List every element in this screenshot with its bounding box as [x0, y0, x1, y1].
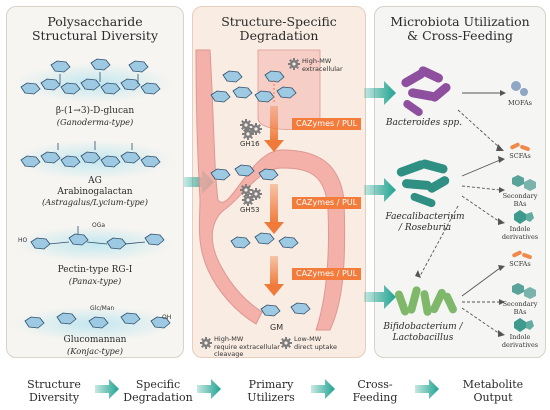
panel-title-degradation: Structure-Specific Degradation: [193, 15, 365, 43]
arabinogalactan-structure: [14, 140, 174, 180]
organism-name: Bacteroides spp.: [385, 118, 463, 128]
high-mw-extracellular-note: High-MW extracellular: [302, 57, 343, 73]
legend-line: direct uptake: [294, 342, 337, 351]
oh-label: OH: [162, 314, 172, 321]
polysaccharide-source: (Panax-type): [68, 275, 122, 286]
glucan-label: β-(1→3)-D-glucan (Ganoderma-type): [20, 106, 170, 127]
polysaccharide-name: Pectin-type RG-I: [57, 265, 133, 275]
bifidobacterium-label: Bifidobacterium / Lactobacillus: [378, 322, 468, 344]
glucomannan-label: Glucomannan (Konjac-type): [20, 335, 170, 356]
flow-step-output: Metabolite Output: [450, 378, 536, 404]
flow-line: Utilizers: [247, 391, 295, 404]
polysaccharide-source: (Ganoderma-type): [56, 116, 134, 127]
flow-line: Structure: [27, 378, 81, 391]
legend-low-mw: Low-MW direct uptake: [294, 335, 337, 351]
output-line: Secondary: [502, 192, 538, 200]
secondary-bas-label: Secondary BAs: [498, 192, 542, 208]
faecalibacterium-label: Faecalibacterium / Roseburia: [380, 212, 470, 234]
flow-line: Primary: [248, 378, 294, 391]
scfa-icon: [510, 142, 532, 260]
cazymes-badge: CAZymes / PUL: [292, 268, 362, 280]
gm-label: GM: [270, 323, 284, 332]
polysaccharide-source: (Konjac-type): [67, 345, 123, 356]
polysaccharide-name: Arabinogalactan: [57, 186, 133, 197]
arrow-to-bifidobacterium: [364, 285, 396, 309]
panel-title-microbiota: Microbiota Utilization & Cross-Feeding: [375, 15, 545, 43]
pectin-label: Pectin-type RG-I (Panax-type): [20, 265, 170, 286]
organism-name: Lactobacillus: [392, 333, 454, 343]
output-line: Indole: [509, 333, 531, 341]
arrow-to-bacteroides: [364, 81, 396, 105]
flow-line: Cross-: [357, 378, 393, 391]
flow-line: Degradation: [123, 391, 193, 404]
indole-label-2: Indole derivatives: [498, 333, 542, 349]
bottom-flow-arrows: [95, 379, 439, 399]
mofa-icon: [511, 81, 528, 96]
glucan-structure: [14, 58, 174, 103]
output-arrows: [419, 92, 501, 335]
arabinogalactan-label: AG Arabinogalactan (Astragalus/Lycium-ty…: [20, 176, 170, 208]
flow-line: Diversity: [28, 391, 80, 404]
arrowheads: [415, 90, 506, 337]
organism-name: Bifidobacterium /: [383, 322, 463, 332]
legend-line: Low-MW: [294, 335, 322, 343]
title-line: Microbiota Utilization: [390, 14, 530, 29]
gh16-label: GH16: [240, 140, 260, 148]
bacteroides-cluster: [401, 66, 451, 117]
title-line: Structure-Specific: [221, 14, 337, 29]
mofas-label: MOFAs: [508, 99, 532, 107]
note-line: High-MW: [302, 57, 332, 65]
output-line: Secondary: [502, 300, 538, 308]
title-line: Structural Diversity: [31, 28, 159, 43]
polysaccharide-abbrev: AG: [88, 176, 102, 186]
title-line: Polysaccharide: [47, 14, 143, 29]
bifidobacterium-cluster: [394, 286, 457, 316]
organism-name: Faecalibacterium: [385, 212, 465, 222]
title-line: & Cross-Feeding: [406, 28, 514, 43]
note-line: extracellular: [302, 64, 343, 73]
scfas-label: SCFAs: [509, 152, 531, 160]
cazymes-badge: CAZymes / PUL: [292, 197, 362, 209]
scfas-label-2: SCFAs: [509, 260, 531, 268]
pectin-structure: [14, 226, 174, 262]
title-line: Degradation: [239, 28, 319, 43]
flow-step-degradation: Specific Degradation: [120, 378, 196, 404]
gh53-label: GH53: [240, 206, 260, 214]
output-line: derivatives: [501, 232, 539, 241]
legend-high-mw: High-MW require extracellular cleavage: [214, 335, 280, 359]
flow-step-structure: Structure Diversity: [18, 378, 90, 404]
indole-label: Indole derivatives: [498, 225, 542, 241]
secondary-bas-label-2: Secondary BAs: [498, 300, 542, 316]
oga-label: OGa: [92, 222, 106, 229]
glucomannan-structure: [12, 306, 176, 342]
flow-step-utilizers: Primary Utilizers: [236, 378, 306, 404]
flow-line: Output: [473, 391, 513, 404]
legend-line: High-MW: [214, 335, 244, 343]
output-line: derivatives: [501, 340, 539, 349]
glc-man-label: Glc/Man: [90, 305, 115, 312]
flow-line: Feeding: [352, 391, 398, 404]
arrow-to-faecalibacterium: [364, 178, 396, 202]
bile-acid-icon: [512, 175, 536, 299]
flow-line: Metabolite: [462, 378, 524, 391]
polysaccharide-name: Glucomannan: [63, 335, 127, 345]
degradation-arrows: [264, 80, 284, 296]
output-line: Indole: [509, 225, 531, 233]
flow-step-cross-feeding: Cross- Feeding: [342, 378, 408, 404]
cazymes-badge: CAZymes / PUL: [292, 118, 362, 130]
output-line: BAs: [513, 307, 527, 316]
legend-line: cleavage: [214, 350, 244, 358]
polysaccharide-source: (Astragalus/Lycium-type): [42, 197, 148, 207]
panel-title-structure: Polysaccharide Structural Diversity: [7, 15, 183, 43]
output-line: BAs: [513, 199, 527, 208]
organism-name: / Roseburia: [398, 223, 452, 233]
faecalibacterium-cluster: [396, 159, 450, 208]
flow-line: Specific: [135, 378, 181, 391]
ho-label: HO: [18, 237, 28, 244]
polysaccharide-name: β-(1→3)-D-glucan: [55, 106, 135, 116]
indole-icon: [514, 210, 534, 332]
legend-line: require extracellular: [214, 342, 280, 351]
bacteroides-label: Bacteroides spp.: [384, 118, 464, 129]
